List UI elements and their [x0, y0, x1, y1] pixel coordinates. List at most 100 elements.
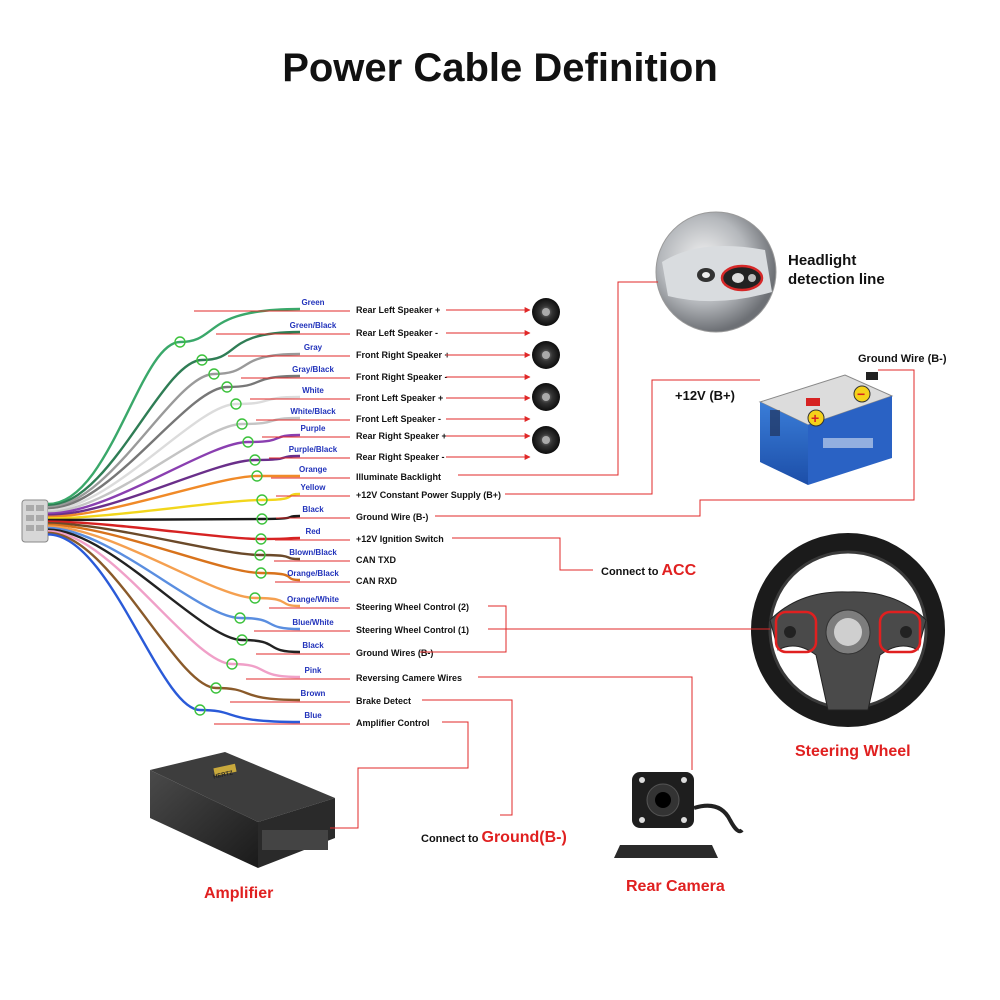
wire-function-label: Rear Left Speaker +: [356, 305, 440, 315]
acc-label-prefix: Connect to: [601, 566, 662, 578]
headlight-label-line1: Headlight: [788, 252, 856, 269]
wire-function-label: Ground Wires (B-): [356, 648, 433, 658]
connection-lines: [330, 281, 915, 829]
amplifier-label: Amplifier: [204, 885, 273, 902]
wire-function-label: Steering Wheel Control (1): [356, 625, 469, 635]
wire-marker-circle: [226, 658, 238, 670]
wire-strand: [47, 520, 301, 541]
speaker-icon: [532, 298, 560, 326]
headlight-image: [655, 211, 777, 333]
wire-function-label: Rear Right Speaker -: [356, 452, 445, 462]
amplifier-image: [150, 752, 335, 868]
wire-marker-circle: [256, 513, 268, 525]
wire-strand: [47, 523, 301, 582]
wire-color-label: Blue: [304, 711, 322, 720]
wire-marker-circle: [236, 418, 248, 430]
ground-label-highlight: Ground(B-): [482, 829, 567, 846]
wire-color-label: Gray/Black: [292, 365, 334, 374]
wire-marker-circle: [230, 398, 242, 410]
speaker-icon: [532, 426, 560, 454]
wire-function-label: Rear Left Speaker -: [356, 328, 438, 338]
wire-function-label: Rear Right Speaker +: [356, 431, 447, 441]
wire-color-label: Blue/White: [292, 618, 334, 627]
amplifier-brand: HERTZ: [213, 770, 234, 780]
ground-label: Connect to Ground(B-): [421, 829, 567, 846]
wire-function-label: Front Right Speaker +: [356, 350, 450, 360]
wire-function-label: Illuminate Backlight: [356, 472, 441, 482]
wire-marker-circle: [196, 354, 208, 366]
speaker-icon: [532, 383, 560, 411]
wire-strand: [47, 474, 300, 518]
wire-row: Red +12V Ignition Switch: [47, 520, 444, 545]
wire-color-label: Yellow: [301, 483, 327, 492]
battery-plus-symbol: +: [811, 410, 819, 426]
battery-ground-label: Ground Wire (B-): [858, 353, 947, 365]
wire-strand: [47, 352, 301, 509]
wire-color-label: Pink: [305, 666, 322, 675]
wire-strand: [47, 533, 301, 724]
wire-marker-circle: [255, 567, 267, 579]
wire-color-label: Black: [302, 641, 324, 650]
wire-strand: [47, 307, 301, 506]
wire-marker-circle: [249, 592, 261, 604]
wire-color-label: Orange: [299, 465, 328, 474]
wire-marker-circle: [256, 494, 268, 506]
wire-function-label: Brake Detect: [356, 696, 411, 706]
wire-function-label: +12V Ignition Switch: [356, 534, 444, 544]
wire-marker-circle: [242, 436, 254, 448]
wire-color-label: Orange/White: [287, 595, 340, 604]
wire-color-label: Purple: [301, 424, 326, 433]
wire-function-label: Front Left Speaker -: [356, 414, 441, 424]
wire-color-label: White/Black: [290, 407, 336, 416]
wire-function-label: Front Left Speaker +: [356, 393, 443, 403]
wire-color-label: Purple/Black: [289, 445, 338, 454]
wire-color-label: Blown/Black: [289, 548, 337, 557]
wire-marker-circle: [255, 533, 267, 545]
wire-color-label: Red: [305, 527, 320, 536]
wire-function-label: Steering Wheel Control (2): [356, 602, 469, 612]
wire-color-label: Black: [302, 505, 324, 514]
wire-marker-circle: [251, 470, 263, 482]
wire-function-label: CAN RXD: [356, 576, 398, 586]
wire-row: Yellow+12V Constant Power Supply (B+): [47, 483, 501, 520]
wire-marker-circle: [234, 612, 246, 624]
wire-strand: [47, 522, 301, 561]
wire-marker-circle: [254, 549, 266, 561]
wire-function-label: Amplifier Control: [356, 718, 430, 728]
battery-minus-symbol: −: [857, 386, 865, 402]
speaker-icon: [532, 341, 560, 369]
rear-camera-label: Rear Camera: [626, 878, 725, 895]
wire-marker-circle: [208, 368, 220, 380]
wire-strand: [47, 528, 301, 654]
ground-label-prefix: Connect to: [421, 833, 482, 845]
headlight-label-line2: detection line: [788, 271, 885, 288]
wire-marker-circle: [236, 634, 248, 646]
acc-label-highlight: ACC: [662, 562, 697, 579]
wire-function-label: Front Right Speaker -: [356, 372, 448, 382]
wire-color-label: Green: [301, 298, 324, 307]
wire-marker-circle: [221, 381, 233, 393]
wire-marker-circle: [249, 454, 261, 466]
wire-color-label: Brown: [301, 689, 326, 698]
battery-image: [758, 372, 894, 485]
wire-color-label: Green/Black: [290, 321, 337, 330]
wire-marker-circle: [174, 336, 186, 348]
wire-strand: [47, 374, 301, 510]
wire-strand: [47, 526, 301, 631]
battery-plus-label: +12V (B+): [675, 388, 735, 403]
wire-strand: [47, 530, 301, 679]
acc-label: Connect to ACC: [601, 562, 697, 579]
